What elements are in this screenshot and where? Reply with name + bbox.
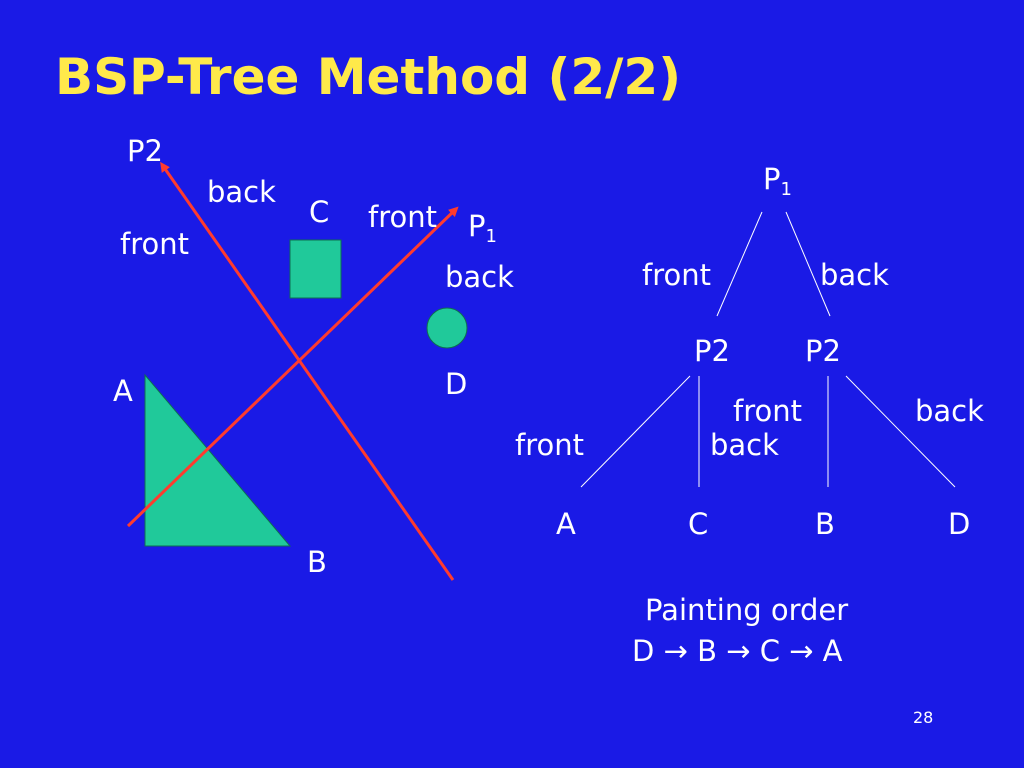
plane-p1-label: P1 — [468, 209, 497, 247]
tree-leaf-a: A — [556, 507, 576, 541]
tree-right-back-label: back — [915, 394, 984, 428]
slide-title: BSP-Tree Method (2/2) — [55, 48, 682, 106]
tree-edge-root-left — [716, 211, 763, 317]
plane-p2-back-label: back — [207, 175, 276, 209]
object-d-label: D — [445, 367, 468, 401]
object-b-label: B — [307, 545, 327, 579]
tree-node-left-label: P2 — [694, 334, 730, 368]
tree-root-back-label: back — [820, 258, 889, 292]
tree-leaf-c: C — [688, 507, 709, 541]
tree-root-label: P1 — [763, 162, 792, 200]
tree-leaf-d: D — [948, 507, 971, 541]
tree-root-front-label: front — [642, 258, 711, 292]
tree-edge-root-right — [785, 211, 831, 317]
tree-left-front-label: front — [515, 428, 584, 462]
tree-edge-right-d — [845, 375, 956, 488]
tree-node-right-label: P2 — [805, 334, 841, 368]
object-d-circle — [426, 307, 468, 349]
slide-number: 28 — [913, 708, 934, 727]
object-c-square — [289, 239, 342, 299]
object-a-triangle — [144, 373, 292, 547]
plane-p2-line — [160, 161, 455, 581]
plane-p1-back-label: back — [445, 260, 514, 294]
plane-p2-label: P2 — [127, 134, 163, 168]
tree-left-back-label: back — [710, 428, 779, 462]
tree-leaf-b: B — [815, 507, 835, 541]
tree-right-front-label: front — [733, 394, 802, 428]
object-c-label: C — [309, 195, 330, 229]
painting-order-sequence: D → B → C → A — [632, 634, 843, 668]
plane-p2-front-label: front — [120, 227, 189, 261]
plane-p1-front-label: front — [368, 200, 437, 234]
painting-order-label: Painting order — [645, 593, 849, 627]
object-a-label: A — [113, 374, 133, 408]
plane-p1-line — [126, 206, 459, 528]
tree-edge-left-a — [580, 375, 691, 488]
